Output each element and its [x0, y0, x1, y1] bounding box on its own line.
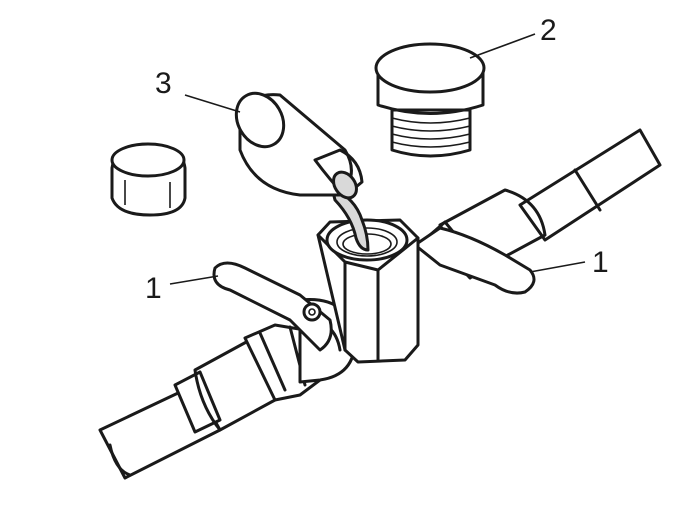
callout-2: 2 [540, 14, 557, 47]
leader-line-1-right [529, 261, 586, 273]
thread-lines [391, 117, 471, 148]
leader-line-1-left [169, 275, 219, 285]
callout-3: 3 [155, 67, 172, 100]
loose-cap [110, 142, 187, 217]
leader-line-3 [184, 94, 241, 113]
left-valve-handle [212, 261, 333, 352]
right-valve-handle [413, 226, 536, 295]
leader-lines [169, 33, 586, 285]
right-hose [518, 128, 662, 242]
tee-body [316, 218, 420, 364]
pouring-bottle [234, 91, 364, 200]
callout-1-left: 1 [145, 272, 162, 305]
threaded-cap [374, 42, 486, 158]
callout-1-right: 1 [592, 246, 609, 279]
fluid-stream [330, 186, 370, 252]
leader-line-2 [469, 33, 536, 59]
